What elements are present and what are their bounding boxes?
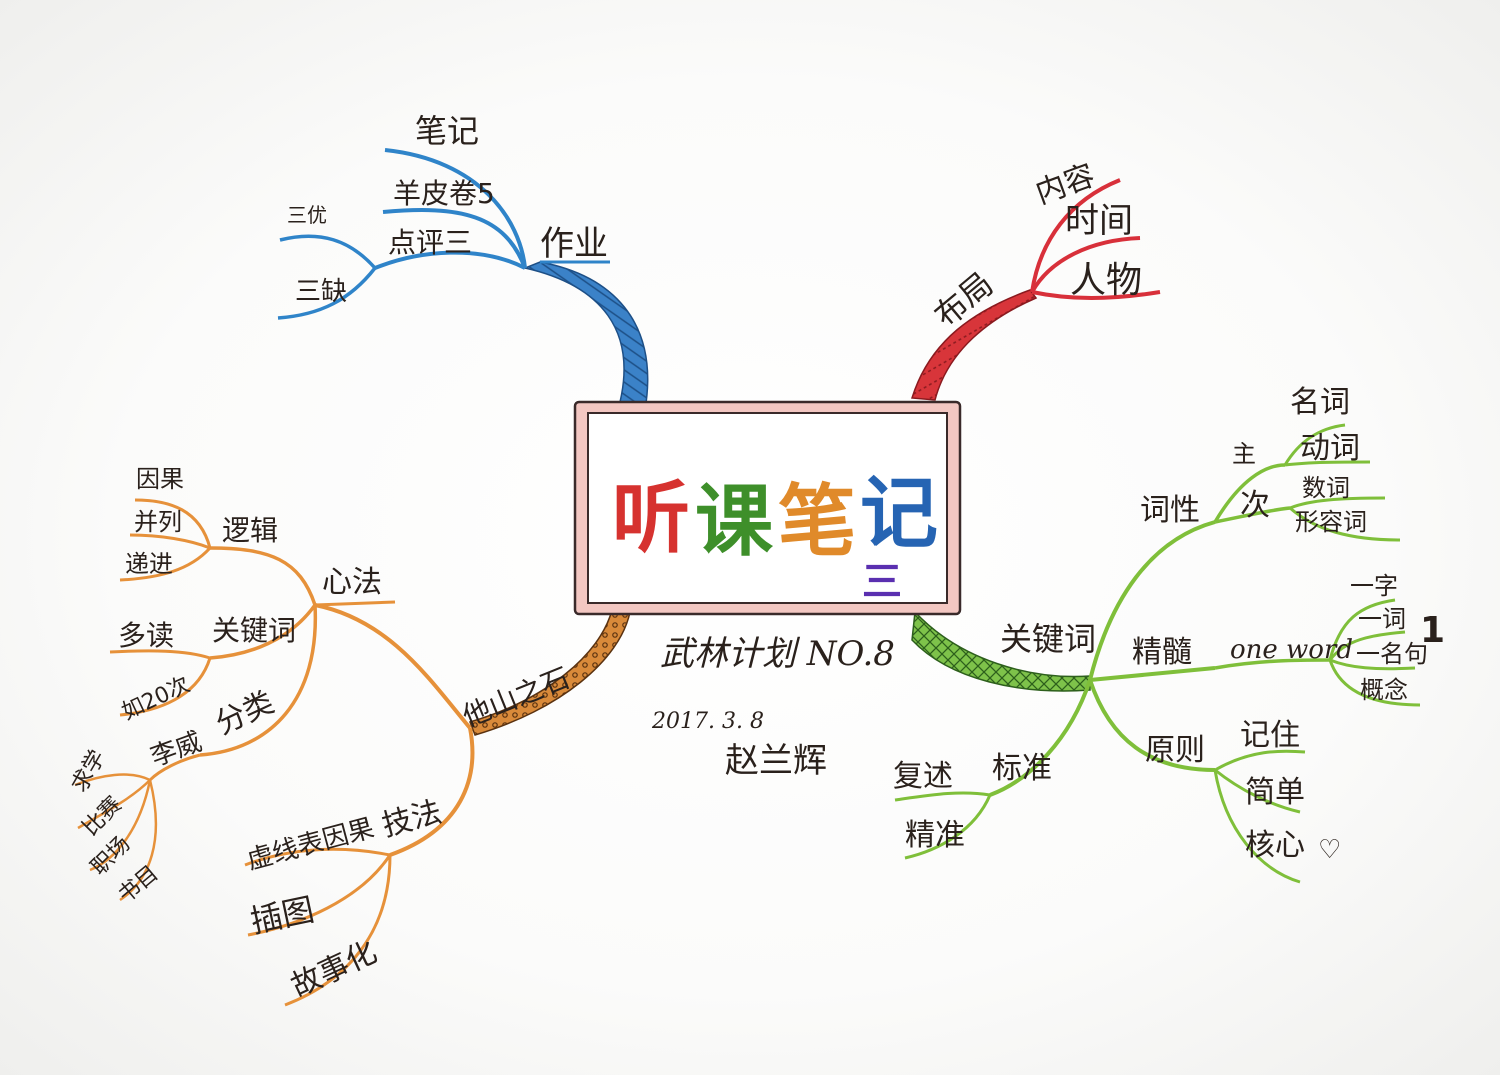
numeral-label: 数词 bbox=[1302, 474, 1350, 502]
one-word-cn-label: 一词 bbox=[1358, 605, 1406, 633]
one-char-label: 一字 bbox=[1350, 572, 1398, 600]
author-label: 赵兰辉 bbox=[725, 741, 827, 781]
homework-labels: 作业 笔记 羊皮卷5 点评三 三优 三缺 bbox=[287, 112, 608, 307]
title-char-1: 听 bbox=[612, 474, 690, 564]
other-stone-labels: 他山之石 心法 逻辑 因果 并列 递进 关键词 多读 如20次 分类 李威 求学… bbox=[67, 465, 574, 1004]
logic-label: 逻辑 bbox=[222, 514, 278, 547]
heart-icon: ♡ bbox=[1318, 835, 1341, 865]
branch-other-stone bbox=[74, 498, 631, 1007]
core-label: 核心 bbox=[1245, 828, 1305, 863]
essence-label: 精髓 bbox=[1132, 635, 1192, 670]
keyword-labels: 关键词 词性 主 名词 动词 次 数词 形容词 精髓 one word 一字 一… bbox=[893, 385, 1445, 865]
simple-label: 简单 bbox=[1245, 775, 1305, 810]
other-stone-label: 他山之石 bbox=[458, 661, 574, 734]
booklist-label: 书目 bbox=[114, 861, 164, 908]
progressive-label: 递进 bbox=[125, 550, 173, 578]
parallel-label: 并列 bbox=[134, 508, 182, 536]
storytelling-label: 故事化 bbox=[286, 935, 382, 1005]
program-label: 武林计划 NO.8 bbox=[660, 634, 895, 674]
one-phrase-label: 一名句 bbox=[1356, 640, 1428, 668]
secondary-label: 次 bbox=[1240, 488, 1270, 523]
layout-item-time: 时间 bbox=[1065, 201, 1133, 241]
notes-label: 笔记 bbox=[415, 112, 479, 150]
title-char-3: 笔 bbox=[778, 477, 856, 567]
keyword-label: 关键词 bbox=[1000, 620, 1096, 658]
center-box-inner bbox=[587, 412, 948, 604]
date-label: 2017. 3. 8 bbox=[651, 709, 764, 734]
dashed-cause-label: 虚线表因果 bbox=[244, 813, 377, 876]
three-flaws-label: 三缺 bbox=[295, 277, 347, 307]
twenty-times-label: 如20次 bbox=[118, 672, 194, 725]
precise-label: 精准 bbox=[905, 818, 965, 853]
comment-label: 点评三 bbox=[388, 226, 472, 259]
illustration-label: 插图 bbox=[247, 890, 318, 940]
concept-label: 概念 bbox=[1360, 676, 1408, 704]
principle-label: 原则 bbox=[1145, 733, 1205, 768]
classify-label: 分类 bbox=[210, 685, 279, 742]
one-word-label: one word bbox=[1230, 635, 1353, 665]
mind-keyword-label: 关键词 bbox=[212, 614, 296, 647]
other-stone-main-branch bbox=[469, 609, 631, 736]
center-topic: 听 课 笔 记 三 bbox=[573, 400, 962, 616]
remember-label: 记住 bbox=[1240, 718, 1300, 753]
title-sub: 三 bbox=[862, 559, 902, 605]
homework-main-branch bbox=[522, 261, 649, 411]
title-char-4: 记 bbox=[860, 469, 938, 559]
homework-label: 作业 bbox=[540, 224, 608, 264]
cause-effect-label: 因果 bbox=[136, 465, 184, 493]
mind-label: 心法 bbox=[322, 565, 382, 600]
noun-label: 名词 bbox=[1290, 385, 1350, 420]
primary-label: 主 bbox=[1232, 440, 1256, 468]
meta-info: 武林计划 NO.8 2017. 3. 8 赵兰辉 bbox=[651, 634, 895, 781]
technique-label: 技法 bbox=[378, 795, 445, 844]
standard-label: 标准 bbox=[992, 751, 1052, 786]
keyword-main-branch bbox=[911, 610, 1091, 692]
retell-label: 复述 bbox=[893, 759, 953, 794]
liwei-label: 李威 bbox=[147, 727, 206, 773]
read-more-label: 多读 bbox=[118, 619, 174, 652]
verb-label: 动词 bbox=[1300, 431, 1360, 466]
study-label: 求学 bbox=[67, 746, 111, 797]
layout-item-people: 人物 bbox=[1070, 260, 1142, 301]
essence-badge: 1 bbox=[1420, 610, 1445, 651]
adjective-label: 形容词 bbox=[1295, 508, 1367, 536]
word-class-label: 词性 bbox=[1140, 493, 1200, 528]
branch-layout bbox=[911, 178, 1161, 401]
sheepskin-label: 羊皮卷5 bbox=[393, 177, 495, 210]
branch-keyword bbox=[894, 423, 1421, 884]
branch-homework bbox=[277, 148, 649, 411]
three-merits-label: 三优 bbox=[287, 203, 327, 227]
title-char-2: 课 bbox=[695, 477, 774, 567]
